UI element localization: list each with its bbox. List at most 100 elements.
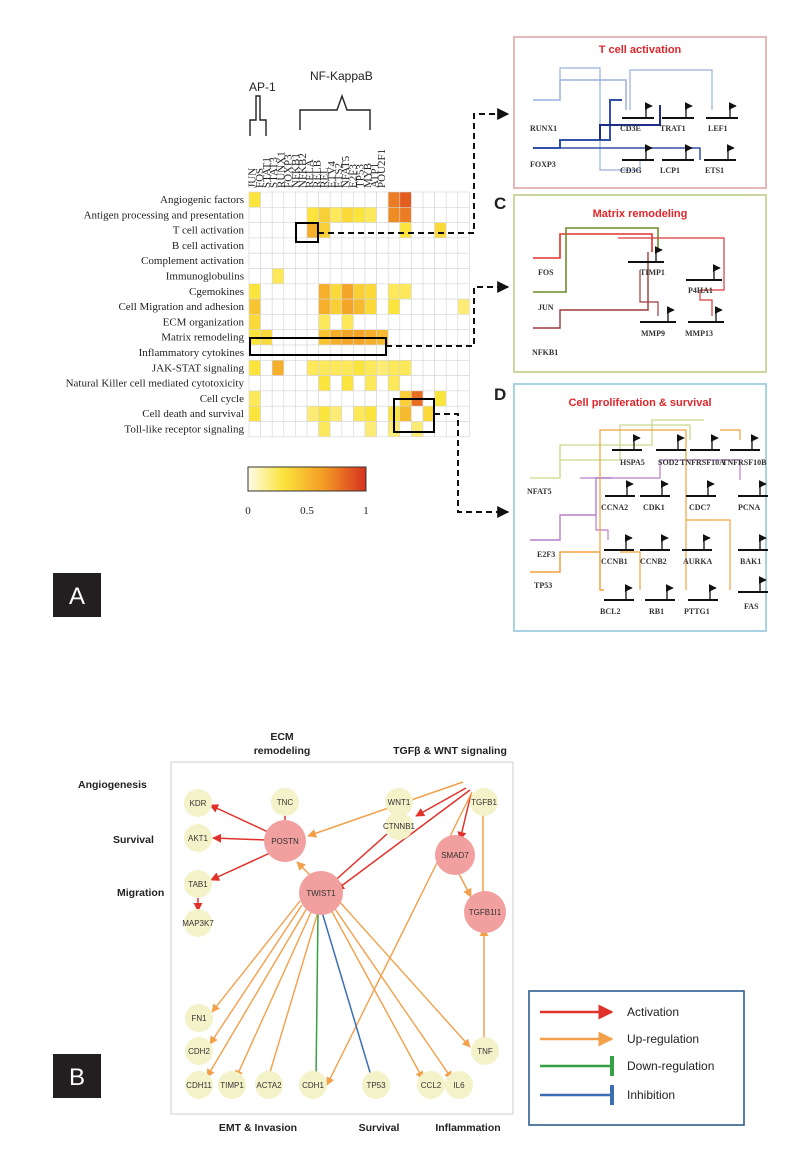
t-cell-panel-title: T cell activation — [599, 44, 682, 56]
heat-cell — [248, 237, 261, 254]
gene-RB1: RB1 — [649, 607, 664, 616]
colorbar-tick-0: 0 — [245, 505, 251, 517]
heat-cell — [445, 237, 459, 254]
heat-cell — [248, 298, 261, 315]
gene-ETS1: ETS1 — [705, 166, 724, 175]
heat-cell — [271, 191, 285, 208]
heat-cell — [434, 314, 447, 330]
tf-col-MYB: MYB — [362, 163, 374, 188]
heat-cell — [376, 283, 389, 300]
heat-cell — [376, 252, 389, 269]
heat-cell — [260, 390, 273, 407]
heat-cell — [399, 314, 412, 330]
node-ccl2: CCL2 — [417, 1071, 445, 1099]
heat-cell — [422, 237, 435, 254]
heat-cell — [341, 344, 354, 361]
pathway-row-label: Antigen processing and presentation — [84, 209, 245, 221]
heat-cell — [295, 375, 308, 392]
heat-cell — [306, 268, 319, 285]
heat-cell — [271, 237, 285, 254]
tf-col-ATP1: ATP1 — [369, 163, 381, 188]
heat-cell — [457, 375, 470, 392]
heat-cell — [445, 329, 459, 346]
heat-cell — [376, 207, 389, 223]
heat-cell — [341, 222, 354, 239]
heat-cell — [329, 207, 343, 223]
heat-cell — [445, 268, 459, 285]
heat-cell — [318, 222, 331, 239]
node-tnf: TNF — [471, 1037, 499, 1065]
heat-cell — [399, 237, 412, 254]
heat-cell — [248, 375, 261, 392]
legend-activation-label: Activation — [627, 1005, 679, 1019]
network-legend: Activation Up-regulation Down-regulation… — [528, 990, 745, 1126]
hub-node-twist1: TWIST1 — [299, 871, 343, 915]
group-survival-left: Survival — [113, 834, 154, 846]
gene-CCNA2: CCNA2 — [601, 503, 628, 512]
heat-cell — [283, 344, 296, 361]
node-cdh11: CDH11 — [185, 1071, 213, 1099]
tf-col-NFKB1: NFKB1 — [290, 153, 302, 188]
heat-cell — [329, 390, 343, 407]
tf-column-headers: JUNFOSSTAT1STAT3RUNX1FOXP3NFKB1NFKB2RELA… — [247, 149, 389, 188]
heat-cell — [306, 421, 319, 438]
matrix-panel-title: Matrix remodeling — [593, 208, 688, 220]
heat-cell — [306, 207, 319, 223]
gene-BCL2: BCL2 — [600, 607, 620, 616]
node-label: WNT1 — [388, 798, 411, 807]
heat-cell — [387, 283, 401, 300]
heat-cell — [387, 359, 401, 376]
heat-cell — [271, 359, 285, 376]
heat-cell — [341, 375, 354, 392]
node-cdh1: CDH1 — [299, 1071, 327, 1099]
node-label: TGFB1 — [471, 798, 497, 807]
heat-cell — [457, 421, 470, 438]
heat-cell — [341, 421, 354, 438]
group-ecm-line2: remodeling — [254, 745, 311, 757]
heat-cell — [422, 329, 435, 346]
node-label: IL6 — [453, 1081, 465, 1090]
gene-SOD2: SOD2 — [658, 458, 678, 467]
heat-cell — [445, 191, 459, 208]
heat-cell — [353, 314, 366, 330]
heat-cell — [306, 359, 319, 376]
heat-cell — [364, 268, 377, 285]
cellprolif-panel-border — [513, 383, 767, 632]
node-label: CTNNB1 — [383, 822, 416, 831]
heat-cell — [376, 298, 389, 315]
tf-col-NFKB2: NFKB2 — [297, 153, 309, 188]
node-timp1: TIMP1 — [218, 1071, 246, 1099]
heat-cell — [445, 390, 459, 407]
heat-cell — [387, 329, 401, 346]
gene-NFKB1: NFKB1 — [532, 348, 558, 357]
gene-MMP13: MMP13 — [685, 329, 713, 338]
heat-cell — [411, 268, 424, 285]
heat-cell — [422, 191, 435, 208]
heat-cell — [260, 421, 273, 438]
heat-cell — [353, 421, 366, 438]
heat-cell — [318, 344, 331, 361]
gene-PTTG1: PTTG1 — [684, 607, 710, 616]
hub-label-tgfb1i1: TGFB1I1 — [469, 908, 502, 917]
heat-cell — [457, 329, 470, 346]
heat-cell — [260, 283, 273, 300]
heat-cell — [341, 283, 354, 300]
connector-matrix — [386, 281, 510, 347]
cell-cycle-highlight-box — [393, 398, 435, 433]
heat-cell — [422, 314, 435, 330]
heat-cell — [318, 207, 331, 223]
heat-cell — [283, 359, 296, 376]
gene-JUN: JUN — [538, 303, 554, 312]
heat-cell — [306, 375, 319, 392]
heat-cell — [411, 421, 424, 438]
heat-cell — [295, 222, 308, 239]
heat-cell — [364, 207, 377, 223]
node-label: TNC — [277, 798, 294, 807]
heat-cell — [434, 375, 447, 392]
ap1-label: AP-1 — [249, 80, 276, 94]
heat-cell — [318, 298, 331, 315]
gene-CDK1: CDK1 — [643, 503, 665, 512]
panel-c-matrix-remodeling: C Matrix remodeling FOS JUN NFKB1 TIMP1 … — [494, 194, 767, 373]
node-label: CCL2 — [421, 1081, 442, 1090]
hub-label-smad7: SMAD7 — [441, 851, 469, 860]
